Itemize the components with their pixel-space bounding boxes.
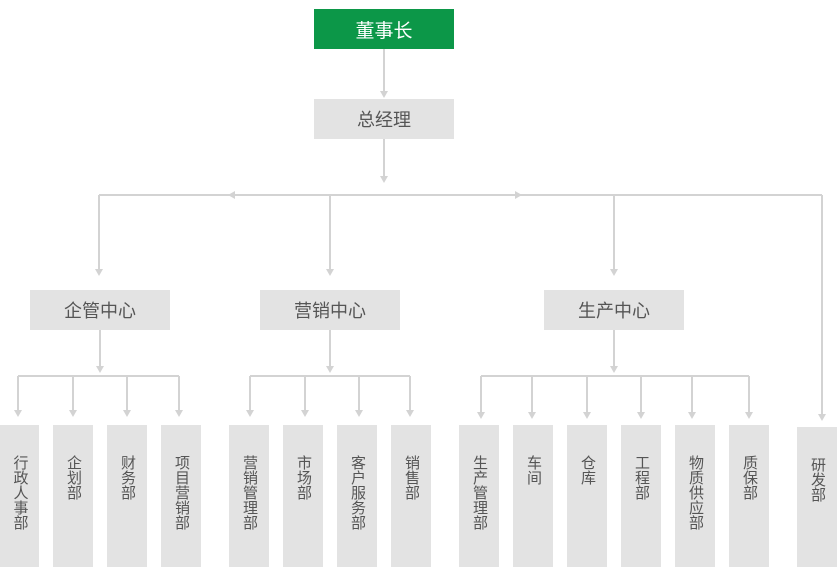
dept-marketing-market: 市场部 [283,425,323,567]
node-general-manager: 总经理 [314,99,454,139]
arrow-down-icon [95,269,103,276]
node-chairman: 董事长 [314,9,454,49]
arrow-down-icon [355,410,363,417]
arrow-down-icon [477,412,485,419]
dept-label: 物质供应部 [687,455,705,530]
dept-label: 仓库 [579,455,597,485]
node-center-admin: 企管中心 [30,290,170,330]
dept-label: 车间 [525,455,543,485]
dept-label: 营销管理部 [241,455,259,530]
dept-production-warehouse: 仓库 [567,425,607,567]
dept-marketing-sales: 销售部 [391,425,431,567]
dept-label: 生产管理部 [471,455,489,530]
dept-label: 行政人事部 [11,455,30,530]
arrow-down-icon [96,366,104,373]
arrow-down-icon [326,366,334,373]
arrow-down-icon [326,269,334,276]
arrow-down-icon [745,412,753,419]
arrow-down-icon [583,412,591,419]
dept-label: 销售部 [403,455,421,500]
dept-label: 客户服务部 [349,455,367,530]
dept-admin-project-marketing: 项目营销部 [161,425,201,567]
arrow-down-icon [688,412,696,419]
node-center-production: 生产中心 [544,290,684,330]
arrow-right-icon [515,191,522,199]
dept-production-workshop: 车间 [513,425,553,567]
dept-production-management: 生产管理部 [459,425,499,567]
dept-production-engineering: 工程部 [621,425,661,567]
arrow-down-icon [610,366,618,373]
dept-label: 工程部 [633,455,651,500]
dept-marketing-customer-service: 客户服务部 [337,425,377,567]
dept-label: 市场部 [295,455,313,500]
dept-admin-planning: 企划部 [53,425,93,567]
dept-production-quality: 质保部 [729,425,769,567]
dept-production-supply: 物质供应部 [675,425,715,567]
arrow-down-icon [637,412,645,419]
arrow-down-icon [818,414,826,421]
dept-marketing-management: 营销管理部 [229,425,269,567]
dept-label: 质保部 [741,455,759,500]
dept-research: 研发部 [797,427,837,567]
arrow-down-icon [246,410,254,417]
dept-label: 财务部 [119,455,137,500]
dept-label: 项目营销部 [173,455,191,530]
arrow-down-icon [380,91,388,98]
arrow-down-icon [14,410,22,417]
arrow-down-icon [69,410,77,417]
dept-admin-finance: 财务部 [107,425,147,567]
arrow-down-icon [528,412,536,419]
arrow-down-icon [175,410,183,417]
node-center-marketing: 营销中心 [260,290,400,330]
arrow-left-icon [228,191,235,199]
dept-label: 企划部 [65,455,83,500]
arrow-down-icon [123,410,131,417]
arrow-down-icon [380,176,388,183]
arrow-down-icon [301,410,309,417]
arrow-down-icon [406,410,414,417]
dept-admin-hr: 行政人事部 [0,425,39,567]
arrow-down-icon [610,269,618,276]
dept-label: 研发部 [809,457,827,502]
